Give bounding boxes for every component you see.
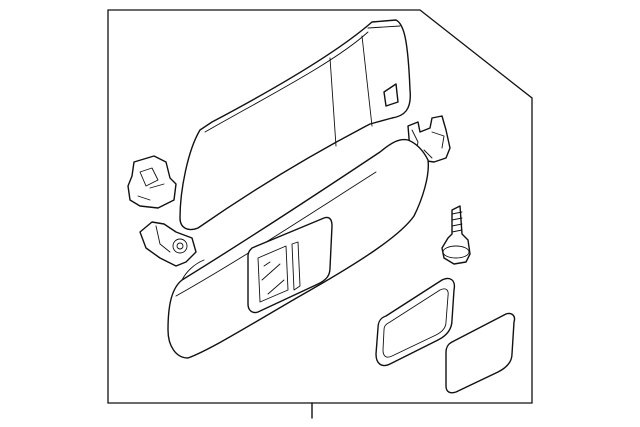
visor-mirror-recess — [247, 216, 333, 314]
vanity-mirror-frame — [375, 277, 456, 367]
visor-cover-panel — [179, 19, 411, 231]
visor-body — [167, 138, 430, 359]
left-hinge-clip — [127, 155, 177, 209]
vanity-mirror-cover — [445, 312, 516, 394]
mounting-screw — [441, 205, 471, 265]
visor-cover-pocket — [383, 83, 399, 107]
left-mounting-bracket — [139, 221, 197, 267]
